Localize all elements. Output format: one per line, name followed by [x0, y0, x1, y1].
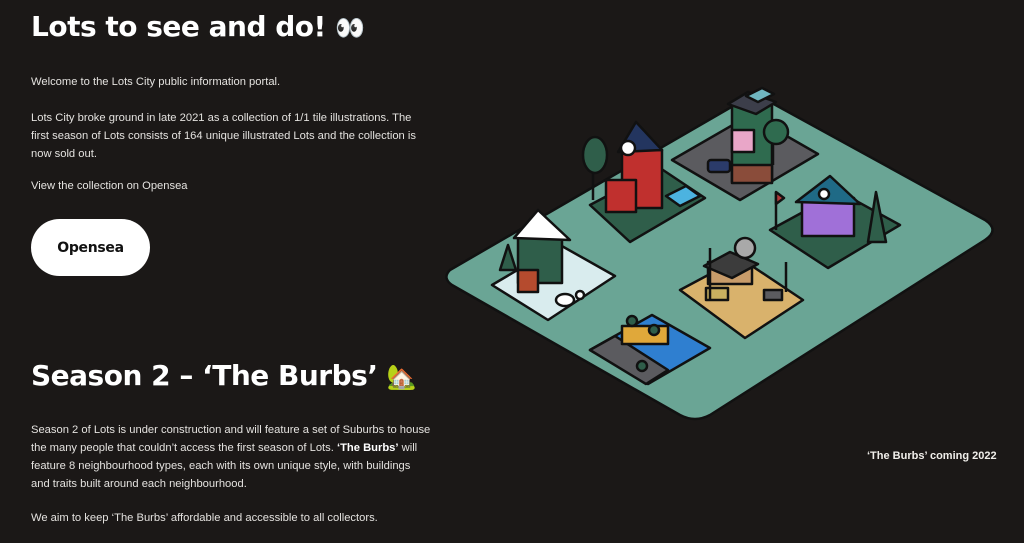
house-garden-icon: 🏡: [386, 363, 417, 391]
season2-text-b: will feature 8 neighbourhood types, each…: [31, 442, 418, 490]
desert-outpost-lot: [678, 236, 805, 340]
opensea-button[interactable]: Opensea: [31, 219, 150, 276]
affordability-text: We aim to keep ‘The Burbs’ affordable an…: [31, 512, 378, 524]
page-title: Lots to see and do! 👀: [31, 10, 365, 43]
waterfront-lot: [588, 313, 712, 386]
intro-text: Lots City broke ground in late 2021 as a…: [31, 112, 416, 160]
season2-heading-text: Season 2 – ‘The Burbs’: [31, 359, 378, 392]
eyes-icon: 👀: [335, 14, 365, 42]
page-title-text: Lots to see and do!: [31, 10, 326, 43]
season2-text-a: Season 2 of Lots is under construction a…: [31, 424, 431, 454]
the-burbs-bold: ‘The Burbs’: [336, 442, 399, 454]
purple-cottage-lot: [768, 174, 902, 270]
burbs-coming-caption: ‘The Burbs’ coming 2022: [867, 450, 997, 462]
season2-description: Season 2 of Lots is under construction a…: [31, 421, 431, 493]
opensea-button-label: Opensea: [57, 239, 124, 256]
snow-cabin-lot: [490, 208, 617, 322]
city-illustration: [445, 86, 994, 421]
opensea-prompt: View the collection on Opensea: [31, 180, 188, 192]
season2-heading: Season 2 – ‘The Burbs’ 🏡: [31, 359, 417, 392]
welcome-text: Welcome to the Lots City public informat…: [31, 76, 281, 88]
red-house-lot: [581, 120, 707, 244]
corner-shop-lot: [670, 86, 820, 202]
